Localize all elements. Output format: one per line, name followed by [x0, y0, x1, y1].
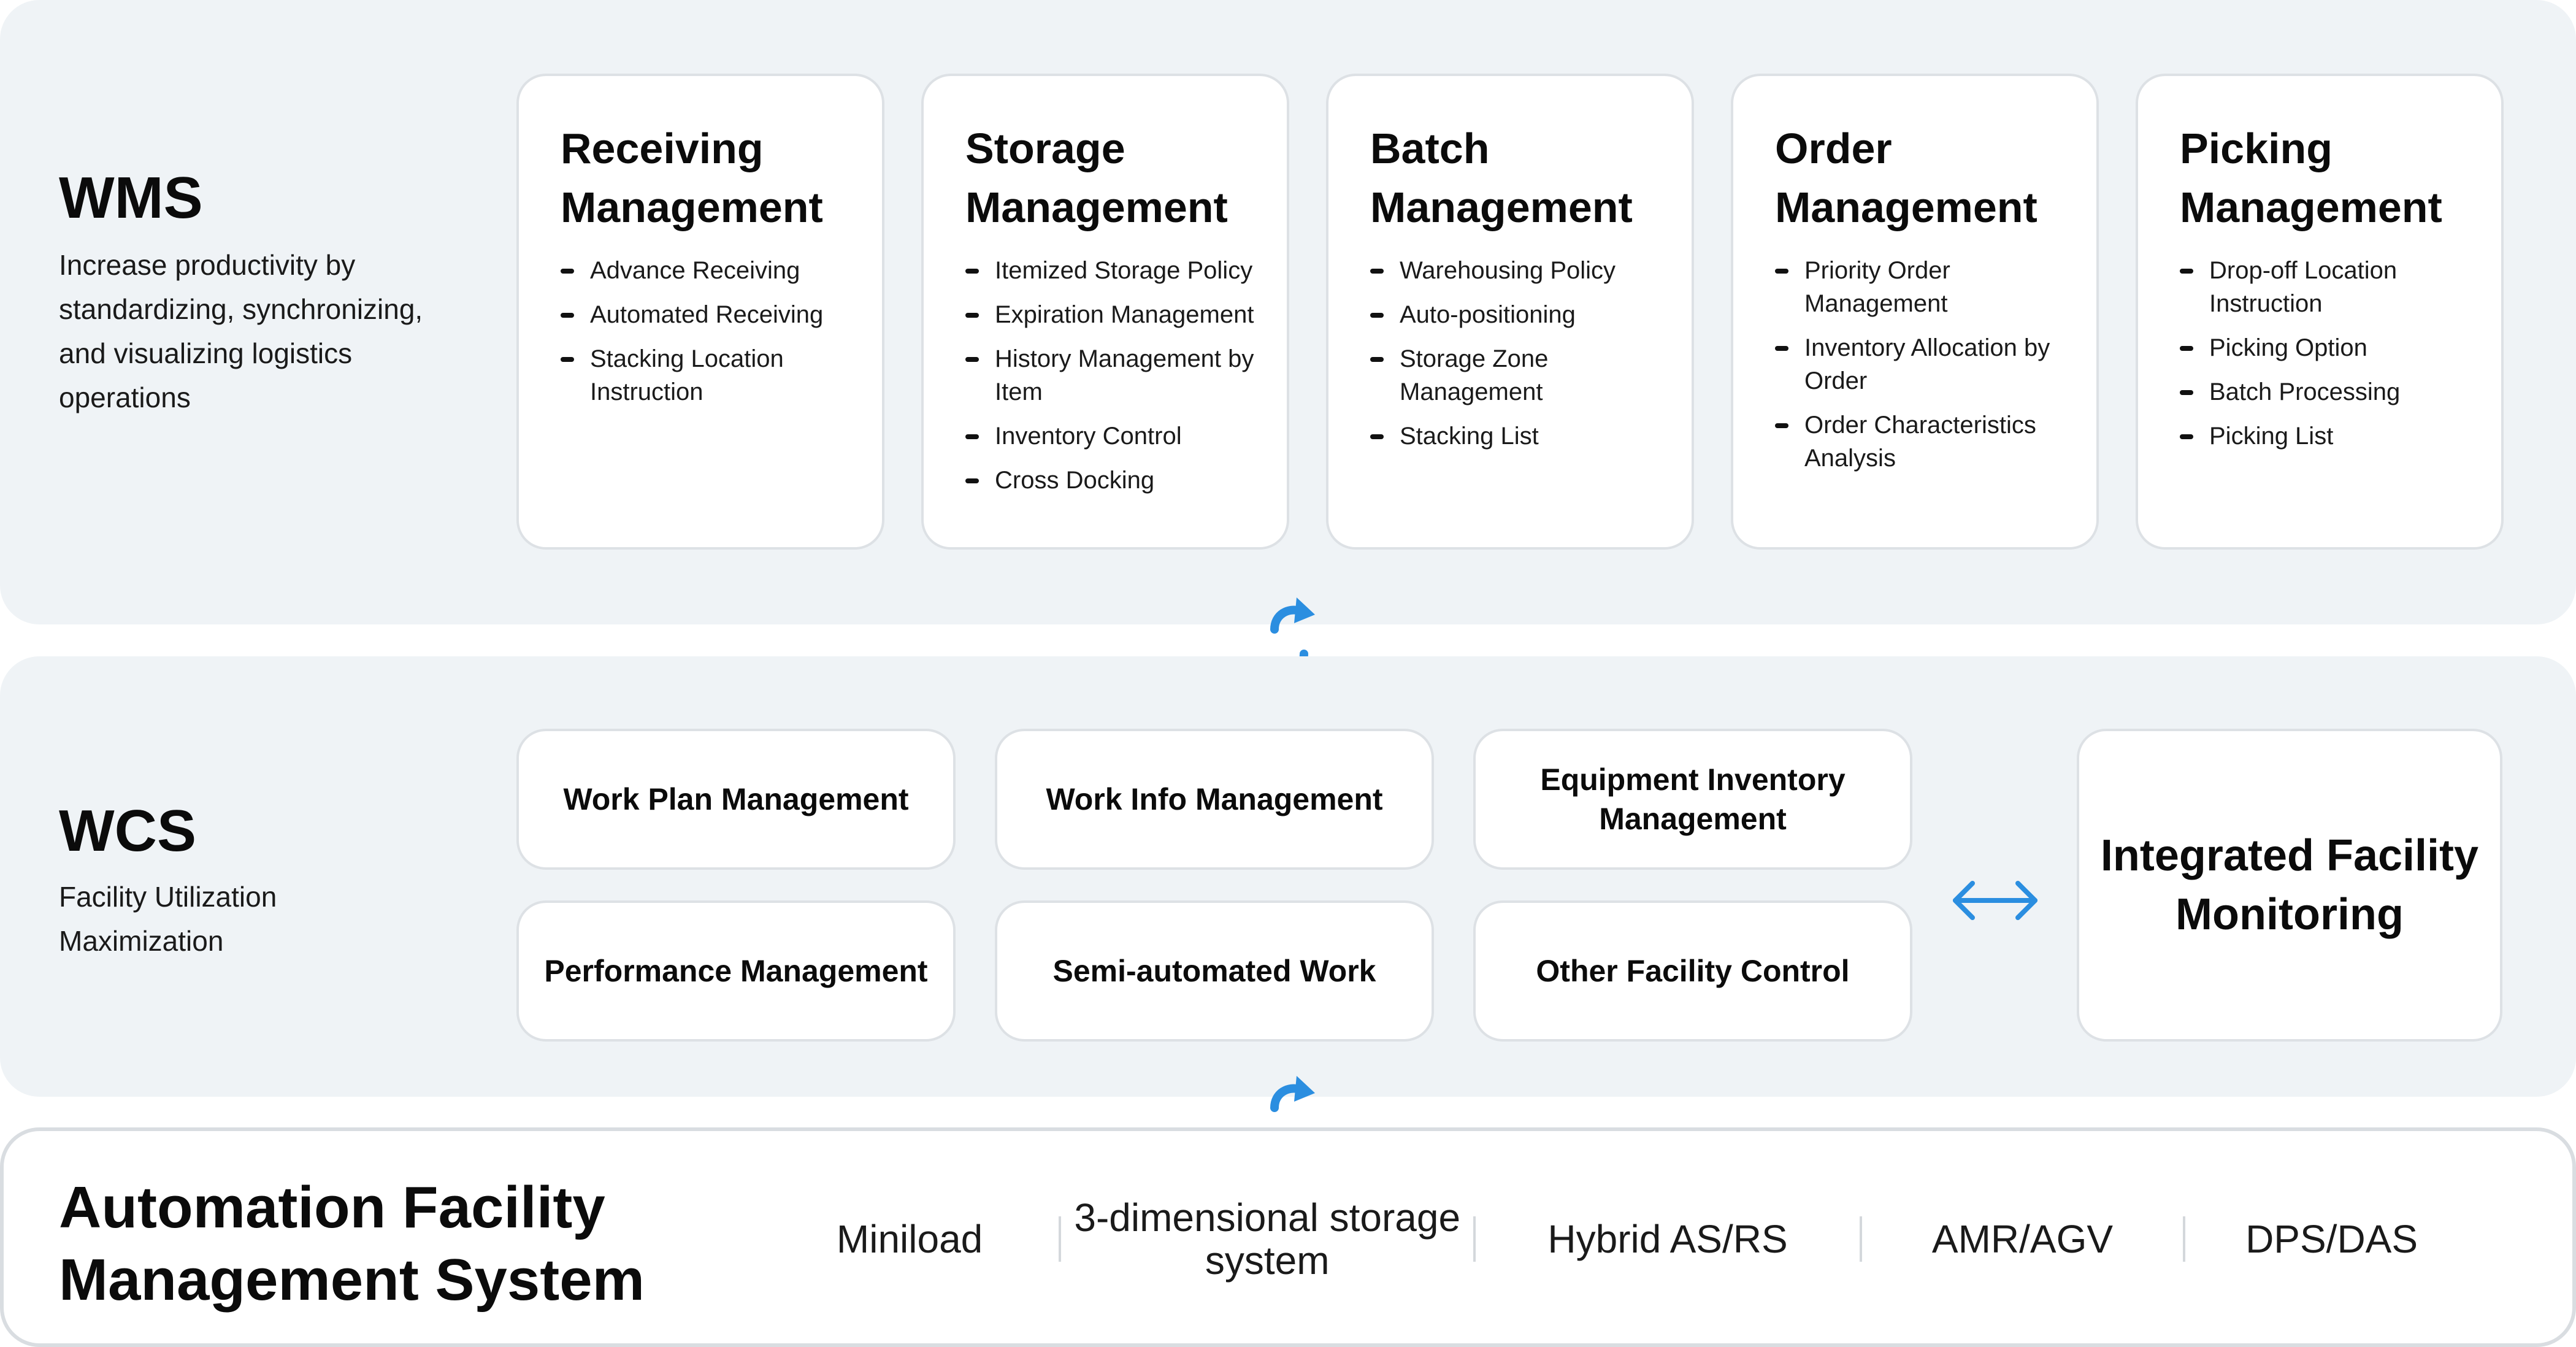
divider	[1859, 1216, 1862, 1262]
afms-panel: Automation Facility Management System	[0, 1127, 2576, 1347]
feature-item: Cross Docking	[965, 464, 1262, 497]
card-label: Performance Management	[544, 954, 928, 988]
divider	[1059, 1216, 1062, 1262]
feature-item: Expiration Management	[965, 298, 1262, 331]
facility-item-dps-das: DPS/DAS	[2245, 1217, 2418, 1261]
performance-management-card: Performance Management	[516, 900, 956, 1042]
facility-item-3d-storage: 3-dimensional storage system	[1074, 1195, 1461, 1283]
storage-management-card: Storage Management Itemized Storage Poli…	[921, 74, 1289, 550]
feature-item: Stacking List	[1370, 420, 1667, 453]
work-plan-management-card: Work Plan Management	[516, 729, 956, 870]
feature-item: History Management by Item	[965, 342, 1262, 409]
feature-item: Inventory Control	[965, 420, 1262, 453]
feature-item: Automated Receiving	[561, 298, 857, 331]
feature-item: Priority Order Management	[1775, 254, 2072, 320]
facility-item-miniload: Miniload	[836, 1217, 983, 1261]
wcs-title: WCS	[59, 798, 196, 864]
picking-management-card: Picking Management Drop-off Location Ins…	[2136, 74, 2504, 550]
other-facility-control-card: Other Facility Control	[1473, 900, 1912, 1042]
order-management-card: Order Management Priority Order Manageme…	[1731, 74, 2099, 550]
equipment-inventory-management-card: Equipment Inventory Management	[1473, 729, 1912, 870]
card-title: Receiving Management	[561, 125, 823, 231]
feature-list: Itemized Storage Policy Expiration Manag…	[965, 254, 1262, 497]
card-title: Order Management	[1775, 125, 2037, 231]
feature-list: Priority Order Management Inventory Allo…	[1775, 254, 2072, 475]
feature-list: Warehousing Policy Auto-positioning Stor…	[1370, 254, 1667, 453]
feature-item: Stacking Location Instruction	[561, 342, 857, 409]
feature-item: Batch Processing	[2180, 375, 2477, 409]
wms-panel: WMS Increase productivity by standardizi…	[0, 0, 2576, 624]
feature-item: Auto-positioning	[1370, 298, 1667, 331]
feature-item: Advance Receiving	[561, 254, 857, 287]
card-label: Work Plan Management	[563, 782, 909, 816]
feature-list: Advance Receiving Automated Receiving St…	[561, 254, 857, 409]
feature-list: Drop-off Location Instruction Picking Op…	[2180, 254, 2477, 453]
wms-description: Increase productivity by standardizing, …	[59, 249, 423, 413]
wms-title: WMS	[59, 165, 203, 231]
divider	[2183, 1216, 2186, 1262]
feature-item: Picking List	[2180, 420, 2477, 453]
afms-title: Automation Facility Management System	[59, 1175, 645, 1313]
batch-management-card: Batch Management Warehousing Policy Auto…	[1326, 74, 1694, 550]
feature-item: Itemized Storage Policy	[965, 254, 1262, 287]
left-right-arrow-icon	[1953, 881, 2037, 920]
feature-item: Storage Zone Management	[1370, 342, 1667, 409]
facility-item-hybrid-asrs: Hybrid AS/RS	[1547, 1217, 1788, 1261]
feature-item: Order Characteristics Analysis	[1775, 409, 2072, 475]
card-title: Batch Management	[1370, 125, 1633, 231]
card-label: Other Facility Control	[1536, 954, 1850, 988]
card-label: Equipment Inventory Management	[1540, 762, 1846, 836]
feature-item: Drop-off Location Instruction	[2180, 254, 2477, 320]
divider	[1473, 1216, 1476, 1262]
card-label: Work Info Management	[1046, 782, 1383, 816]
receiving-management-card: Receiving Management Advance Receiving A…	[516, 74, 884, 550]
feature-item: Picking Option	[2180, 331, 2477, 364]
card-label: Semi-automated Work	[1052, 954, 1376, 988]
feature-item: Inventory Allocation by Order	[1775, 331, 2072, 397]
feature-item: Warehousing Policy	[1370, 254, 1667, 287]
work-info-management-card: Work Info Management	[995, 729, 1434, 870]
semi-automated-work-card: Semi-automated Work	[995, 900, 1434, 1042]
facility-item-amr-agv: AMR/AGV	[1931, 1217, 2114, 1261]
card-title: Picking Management	[2180, 125, 2442, 231]
card-title: Storage Management	[965, 125, 1228, 231]
wcs-panel: WCS Facility Utilization Maximization Wo…	[0, 656, 2576, 1097]
wcs-description: Facility Utilization Maximization	[59, 881, 277, 957]
integrated-facility-monitoring-card: Integrated Facility Monitoring	[2077, 729, 2502, 1042]
card-label: Integrated Facility Monitoring	[2100, 831, 2479, 939]
facility-list: Miniload 3-dimensional storage system Hy…	[761, 1153, 2478, 1325]
